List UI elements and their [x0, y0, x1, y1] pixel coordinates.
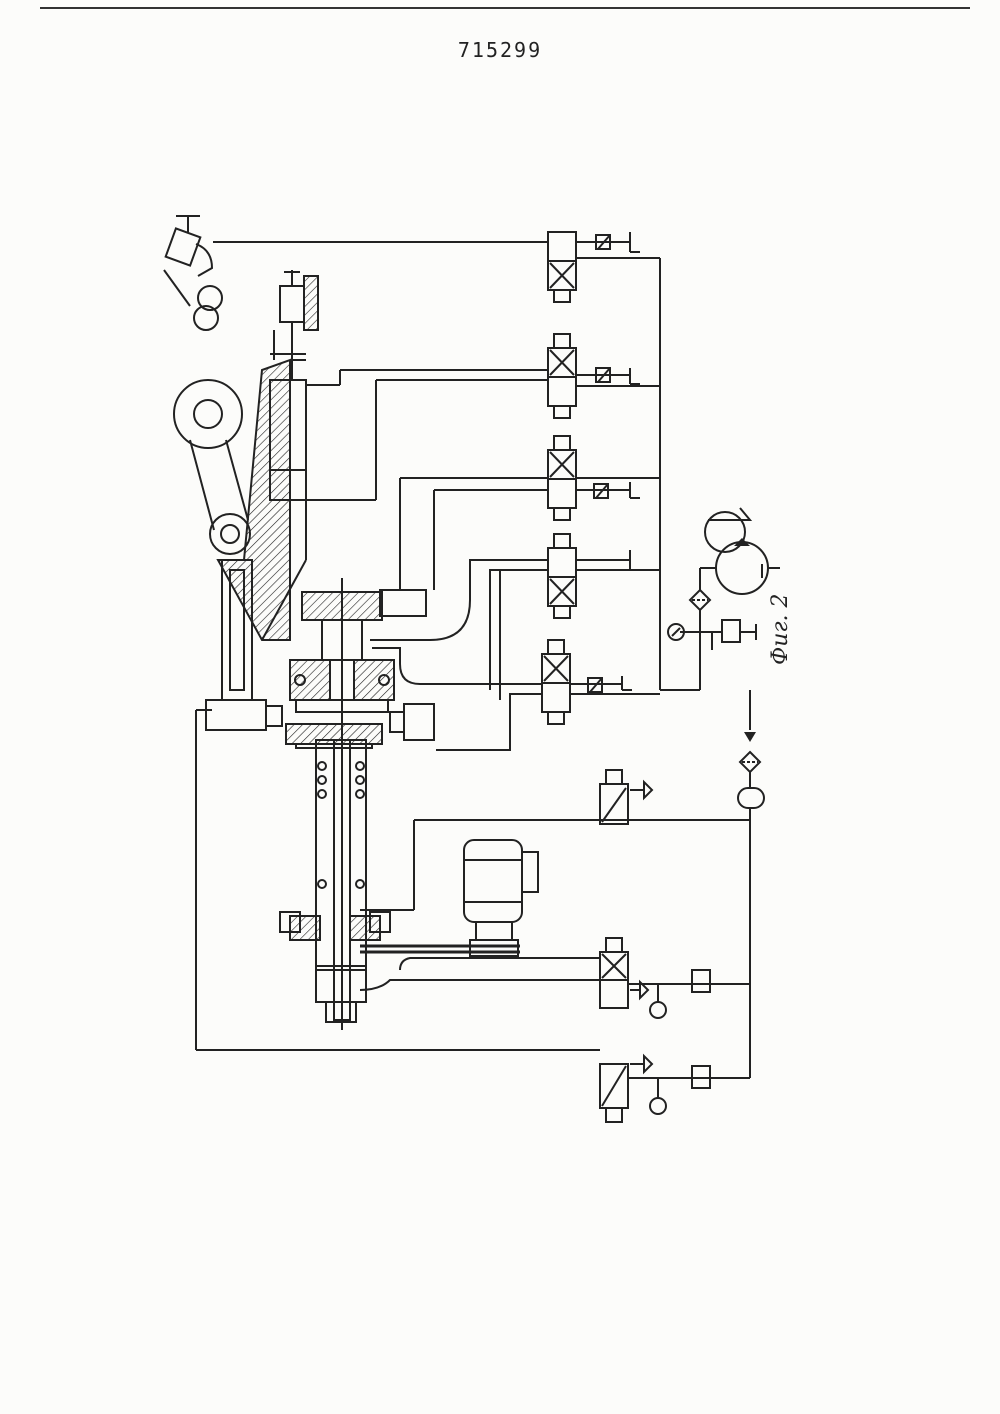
collet-head [290, 590, 434, 740]
spindle-assembly [280, 578, 390, 1030]
pump-unit [668, 508, 780, 650]
pump-icon [716, 542, 768, 594]
directional-valve-5 [372, 640, 660, 750]
lever-mechanism [164, 216, 250, 554]
pneumatic-valve-1 [600, 770, 652, 824]
directional-valve-3 [400, 436, 660, 590]
lubricator [738, 788, 764, 808]
gauge-icon [650, 1002, 666, 1018]
clamp-cylinder [270, 270, 318, 380]
gauge-icon [650, 1098, 666, 1114]
directional-valve-2 [306, 334, 660, 500]
directional-valve-6 [360, 938, 750, 1018]
pneumatic-supply [360, 690, 764, 1078]
electric-motor [360, 840, 538, 956]
reducing-valve [692, 970, 710, 992]
relief-valve [722, 620, 740, 642]
motor-icon [464, 840, 522, 922]
